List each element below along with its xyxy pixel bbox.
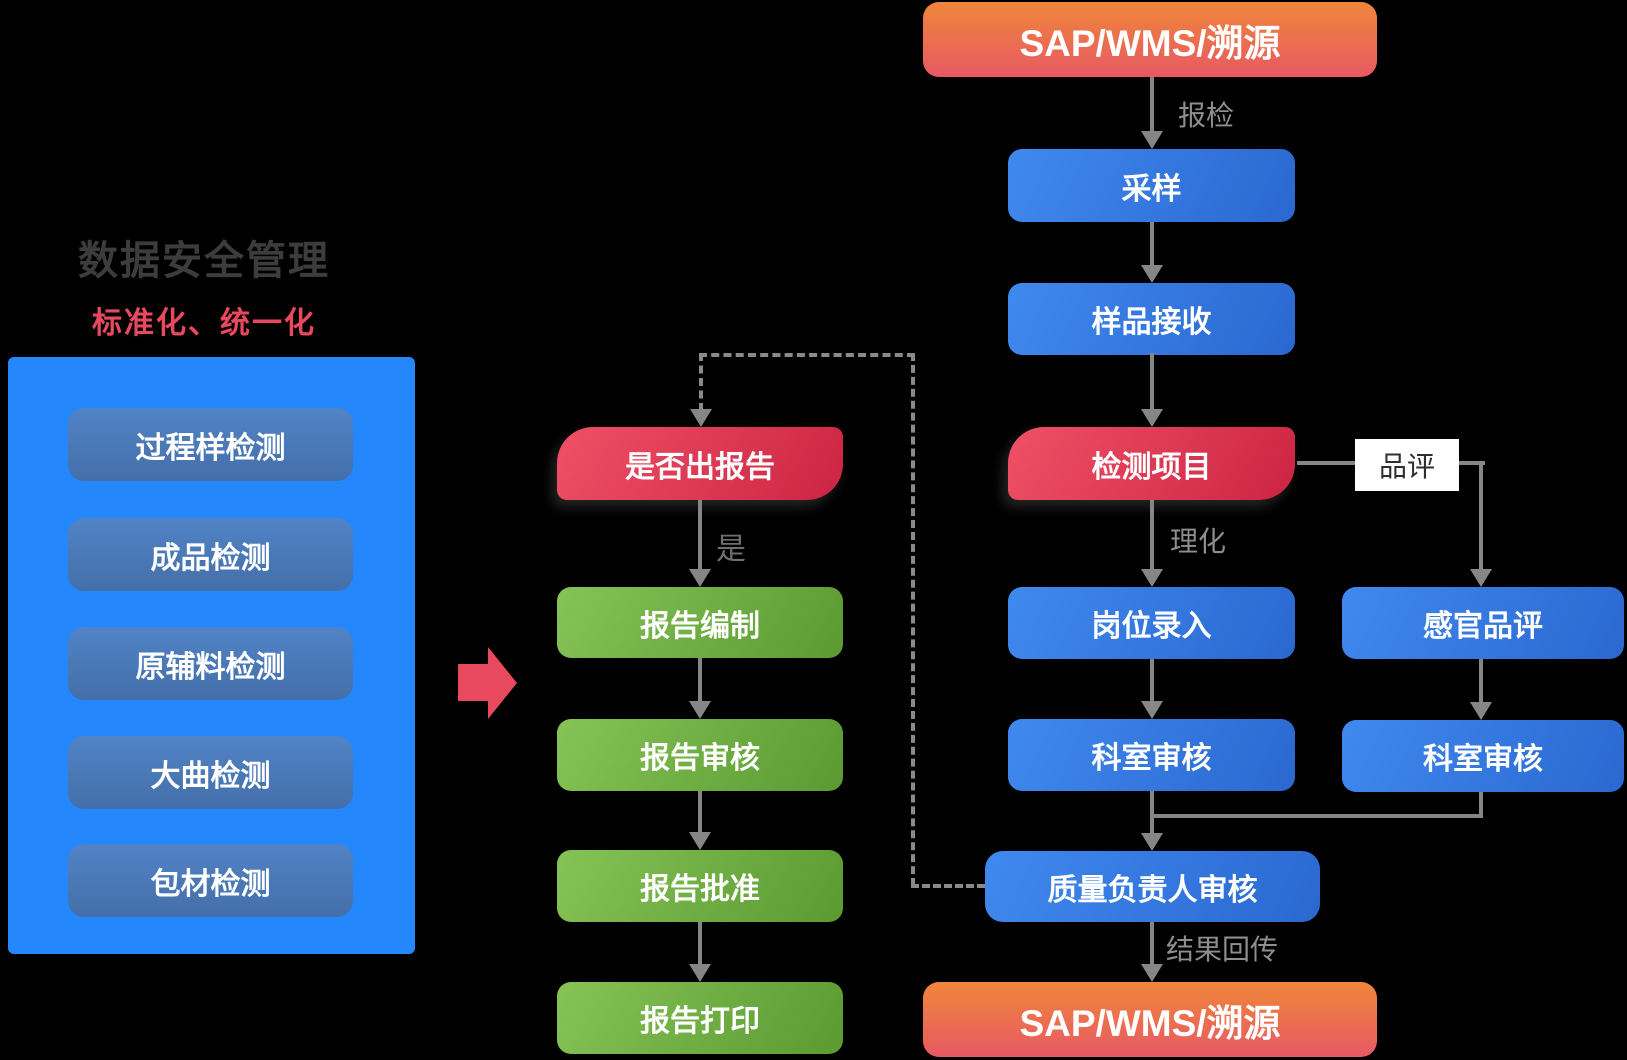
label-result-back: 结果回传: [1166, 934, 1279, 965]
panel-item-raw-material: 原辅料检测: [68, 627, 353, 700]
connector-deptreview-qa: [1150, 791, 1154, 835]
label-physchem: 理化: [1170, 526, 1227, 557]
dashed-connector-up: [911, 353, 915, 886]
transfer-arrow-head-icon: [488, 647, 517, 719]
connector-receive-test: [1150, 353, 1154, 411]
page-subtitle: 标准化、统一化: [92, 307, 316, 340]
arrow-down-icon: [1141, 569, 1163, 587]
node-dept-review-sensory: 科室审核: [1342, 720, 1624, 792]
arrow-down-icon: [1141, 131, 1163, 149]
connector-review-approve: [698, 791, 702, 834]
arrow-down-icon: [1141, 833, 1163, 851]
label-yes: 是: [716, 533, 746, 566]
node-report-compile: 报告编制: [557, 587, 843, 658]
connector-sensory-merge-v: [1479, 792, 1483, 818]
connector-branch-sensory: [1479, 463, 1483, 571]
node-report-approve: 报告批准: [557, 850, 843, 922]
connector-test-entry: [1150, 500, 1154, 571]
arrow-down-icon: [1141, 964, 1163, 982]
arrow-down-icon: [1470, 702, 1492, 720]
arrow-down-icon: [689, 569, 711, 587]
node-system-bottom: SAP/WMS/溯源: [923, 982, 1377, 1057]
arrow-down-icon: [1141, 265, 1163, 283]
connector-qa-system: [1150, 922, 1154, 966]
node-sample-receive: 样品接收: [1008, 283, 1295, 355]
node-sampling: 采样: [1008, 149, 1295, 222]
node-report-review: 报告审核: [557, 719, 843, 791]
connector-system-sampling: [1150, 77, 1154, 133]
connector-compile-review: [698, 658, 702, 703]
node-system-top: SAP/WMS/溯源: [923, 2, 1377, 77]
page-title: 数据安全管理: [78, 239, 330, 283]
connector-sensory-merge-h: [1150, 814, 1483, 818]
panel-item-daqu: 大曲检测: [68, 736, 353, 809]
node-qa-review: 质量负责人审核: [985, 851, 1320, 922]
node-report-print: 报告打印: [557, 982, 843, 1054]
dashed-connector-top: [699, 353, 915, 357]
arrow-down-icon: [690, 409, 712, 427]
node-dept-review-main: 科室审核: [1008, 719, 1295, 791]
connector-sampling-receive: [1150, 222, 1154, 267]
node-position-entry: 岗位录入: [1008, 587, 1295, 659]
arrow-down-icon: [689, 832, 711, 850]
arrow-down-icon: [689, 964, 711, 982]
node-report-decision: 是否出报告: [557, 427, 843, 500]
panel-item-process-sample: 过程样检测: [68, 408, 353, 481]
arrow-down-icon: [1141, 409, 1163, 427]
node-sensory-eval: 感官品评: [1342, 587, 1624, 659]
node-test-items: 检测项目: [1008, 427, 1295, 500]
panel-item-packaging: 包材检测: [68, 844, 353, 917]
transfer-arrow-icon: [458, 664, 488, 701]
label-sensory-branch: 品评: [1355, 439, 1459, 491]
arrow-down-icon: [1141, 701, 1163, 719]
connector-entry-deptreview: [1150, 659, 1154, 703]
panel-item-finished-product: 成品检测: [68, 518, 353, 591]
connector-approve-print: [698, 922, 702, 966]
arrow-down-icon: [689, 701, 711, 719]
label-submit: 报检: [1178, 100, 1235, 131]
connector-sensory-deptreview: [1479, 659, 1483, 704]
connector-decision-compile: [698, 500, 702, 571]
dashed-connector-qa-out: [911, 884, 985, 888]
arrow-down-icon: [1470, 569, 1492, 587]
dashed-connector-into-decision: [699, 353, 703, 411]
